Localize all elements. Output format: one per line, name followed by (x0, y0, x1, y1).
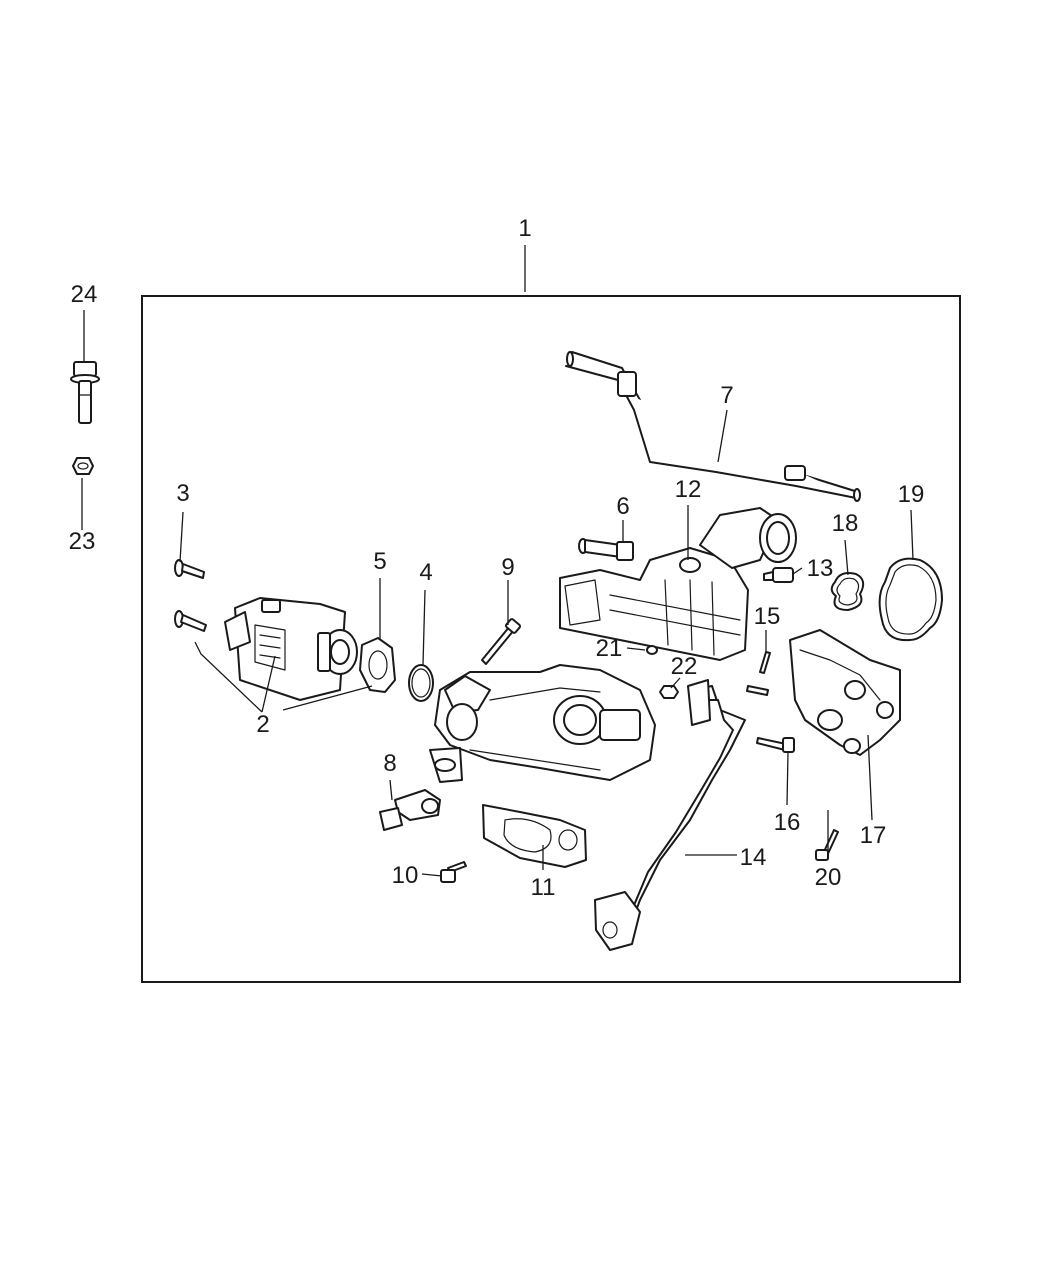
part-22-nut[interactable] (659, 685, 679, 699)
part-19-seal[interactable] (878, 557, 943, 642)
callout-9: 9 (501, 554, 514, 581)
part-13-sensor[interactable] (763, 567, 794, 583)
part-5-gasket[interactable] (359, 637, 396, 693)
part-1-manifold[interactable] (429, 664, 656, 783)
leader-lines (81, 245, 914, 877)
part-20-bolt[interactable] (815, 829, 839, 861)
callout-24: 24 (71, 281, 98, 308)
part-8-fitting[interactable] (379, 789, 441, 831)
callout-3: 3 (176, 480, 189, 507)
callout-8: 8 (383, 750, 396, 777)
callout-4: 4 (419, 559, 432, 586)
callout-5: 5 (373, 548, 386, 575)
part-3-bolt[interactable] (174, 559, 205, 579)
part-7-coolant-tube[interactable] (565, 351, 861, 502)
callout-7: 7 (720, 382, 733, 409)
part-21-washer[interactable] (646, 645, 658, 655)
assembly-frame (141, 295, 961, 983)
callout-19: 19 (898, 481, 925, 508)
callout-13: 13 (807, 555, 834, 582)
part-18-seal[interactable] (830, 572, 865, 611)
part-24-bolt[interactable] (70, 361, 100, 424)
callout-23: 23 (69, 528, 96, 555)
callout-20: 20 (815, 864, 842, 891)
part-11-gasket[interactable] (482, 804, 587, 868)
callout-6: 6 (616, 493, 629, 520)
part-12-thermostat-housing[interactable] (559, 507, 797, 661)
callout-15: 15 (754, 603, 781, 630)
part-10-bolt[interactable] (440, 861, 467, 883)
callout-10: 10 (392, 862, 419, 889)
callout-17: 17 (860, 822, 887, 849)
part-17-housing[interactable] (789, 629, 901, 756)
part-2-egr-valve[interactable] (224, 597, 358, 701)
callout-22: 22 (671, 653, 698, 680)
callout-1: 1 (518, 215, 531, 242)
callout-21: 21 (596, 635, 623, 662)
part-15-dowels[interactable] (746, 651, 771, 696)
callout-14: 14 (740, 844, 767, 871)
part-4-o-ring[interactable] (408, 664, 434, 702)
part-14-egr-tube[interactable] (594, 679, 746, 951)
callout-12: 12 (675, 476, 702, 503)
callout-18: 18 (832, 510, 859, 537)
callout-2: 2 (256, 711, 269, 738)
part-6-fitting[interactable] (578, 538, 634, 561)
callout-11: 11 (531, 874, 556, 901)
callout-16: 16 (774, 809, 801, 836)
part-16-bolt[interactable] (756, 737, 795, 753)
part-2-bolt[interactable] (174, 610, 207, 632)
part-9-bolt[interactable] (481, 618, 521, 665)
part-23-nut[interactable] (72, 457, 94, 475)
